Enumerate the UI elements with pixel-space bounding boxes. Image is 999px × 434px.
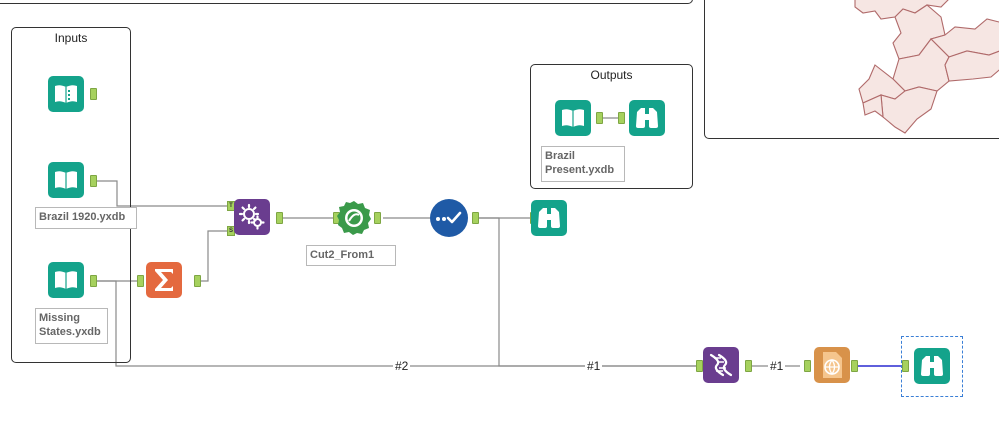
input-anchor[interactable] [804,360,811,372]
browse-tool-main[interactable] [531,200,567,236]
input-data-tool-brazil-present[interactable] [555,100,591,136]
output-anchor[interactable] [374,212,381,224]
book-icon [55,171,77,189]
binoculars-icon [636,108,658,128]
output-anchor[interactable] [596,112,603,124]
output-anchor[interactable] [851,360,858,372]
gears-icon [238,203,265,230]
output-anchor[interactable] [90,275,97,287]
output-anchor[interactable] [90,175,97,187]
input-anchor[interactable] [696,360,703,372]
annotation-missing-states: Missing States.yxdb [35,308,108,344]
book-icon [55,85,77,103]
output-anchor[interactable] [472,212,479,224]
select-tool[interactable] [430,199,468,237]
output-anchor[interactable] [194,275,201,287]
connection-label-2: #2 [393,359,411,373]
book-icon [55,271,77,289]
brazil-map-preview [854,0,999,134]
output-anchor[interactable] [276,212,283,224]
inputs-container[interactable]: Inputs [11,27,131,363]
top-container-edge [0,0,693,4]
binoculars-icon [538,208,560,228]
input-anchor[interactable] [618,112,625,124]
browse-tool-selected[interactable] [914,348,950,384]
outputs-container[interactable]: Outputs [530,64,693,189]
binoculars-icon [921,356,943,376]
input-anchor[interactable] [137,275,144,287]
annotation-brazil-present: Brazil Present.yxdb [541,146,625,182]
spatial-process-tool[interactable] [336,200,372,236]
inputs-container-title: Inputs [54,31,88,45]
sigma-icon [155,269,173,291]
render-tool[interactable] [814,347,850,383]
input-data-tool-missing-states[interactable] [48,262,84,298]
input-data-tool-brazil-1920[interactable] [48,162,84,198]
connection-label-1-second: #1 [768,359,786,373]
selected-tool-frame[interactable] [901,336,963,397]
book-icon [562,109,584,127]
globe-icon [823,352,842,378]
input-data-tool-1[interactable] [48,76,84,112]
connection-label-1: #1 [585,359,603,373]
checkmark-icon [436,211,462,224]
dna-icon [709,353,733,377]
output-anchor[interactable] [745,360,752,372]
join-multiple-tool[interactable] [234,199,270,235]
input-anchor[interactable] [902,360,909,372]
browse-tool-outputs[interactable] [629,100,665,136]
output-anchor[interactable] [90,88,97,100]
append-fields-tool[interactable] [703,347,739,383]
summarize-tool[interactable] [146,262,182,298]
annotation-cut2-from1: Cut2_From1 [306,245,396,266]
donut-icon [337,201,371,235]
outputs-container-title: Outputs [590,68,633,82]
annotation-brazil-1920: Brazil 1920.yxdb [35,207,137,229]
map-container [704,0,999,139]
